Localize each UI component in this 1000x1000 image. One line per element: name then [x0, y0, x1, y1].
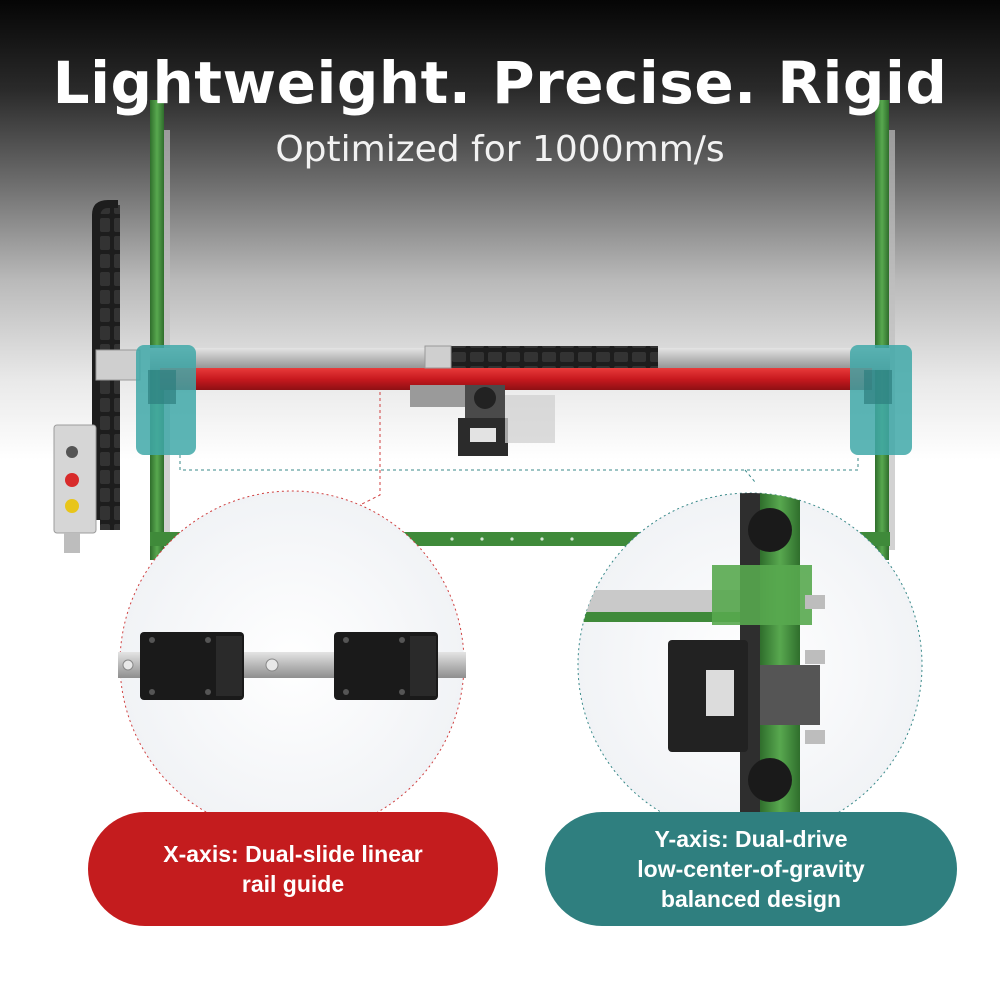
right-carriage [850, 345, 912, 455]
y-axis-callout-line-1: Y-axis: Dual-drive [654, 826, 848, 852]
y-axis-detail-circle [577, 492, 923, 838]
x-axis-callout-line-1: X-axis: Dual-slide linear [163, 841, 423, 867]
headline: Lightweight. Precise. Rigid [52, 49, 948, 117]
subheadline: Optimized for 1000mm/s [275, 129, 725, 170]
x-axis-detail-circle [118, 490, 466, 836]
linear-slider-left [140, 632, 244, 700]
y-axis-callout-line-3: balanced design [660, 886, 842, 912]
toolhead [410, 385, 555, 456]
x-axis-drag-chain [448, 346, 658, 368]
left-drag-chain [100, 205, 120, 360]
linear-slider-right [334, 632, 438, 700]
y-axis-callout-line [179, 455, 859, 471]
control-box [53, 424, 97, 553]
x-axis-callout-line-2: rail guide [241, 871, 345, 897]
x-axis-callout-badge: X-axis: Dual-slide linear rail guide [88, 812, 498, 926]
x-axis-red-rail [160, 368, 872, 390]
y-axis-callout-line-2: low-center-of-gravity [637, 856, 865, 882]
left-carriage [136, 345, 196, 455]
y-axis-callout-badge: Y-axis: Dual-drive low-center-of-gravity… [545, 812, 957, 926]
x-axis-callout-line [359, 392, 381, 506]
